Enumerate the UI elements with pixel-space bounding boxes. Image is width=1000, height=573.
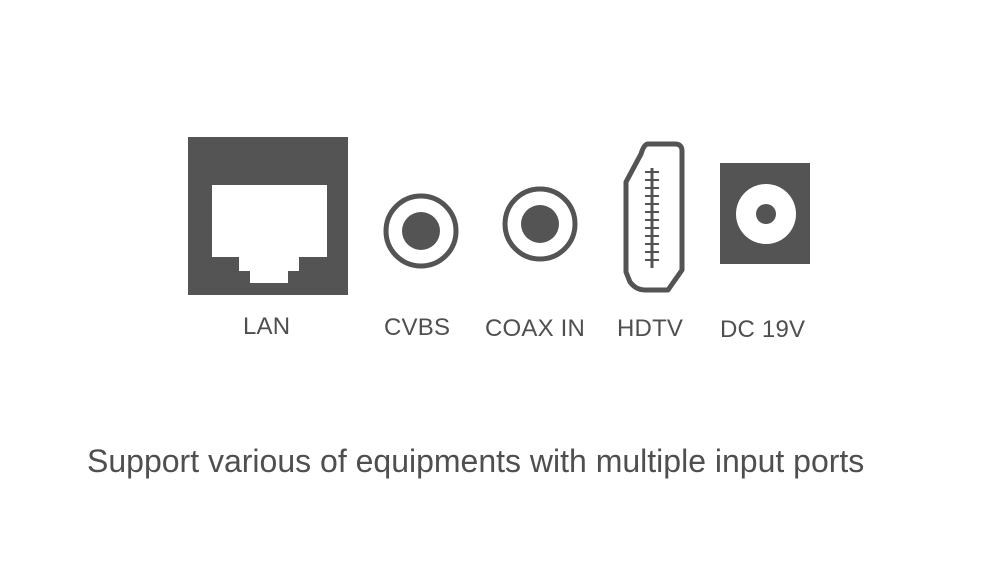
rca-jack-icon bbox=[502, 186, 578, 262]
cvbs-label: CVBS bbox=[384, 314, 451, 341]
coax-in-label: COAX IN bbox=[485, 315, 586, 342]
dc-power-jack-icon bbox=[720, 163, 810, 264]
rj45-icon bbox=[188, 137, 348, 295]
hdtv-label: HDTV bbox=[617, 315, 684, 342]
hdmi-port-icon bbox=[623, 141, 685, 293]
rca-jack-icon bbox=[383, 193, 459, 269]
lan-label: LAN bbox=[243, 313, 291, 340]
caption-text: Support various of equipments with multi… bbox=[87, 443, 865, 479]
dc-19v-label: DC 19V bbox=[720, 316, 806, 343]
